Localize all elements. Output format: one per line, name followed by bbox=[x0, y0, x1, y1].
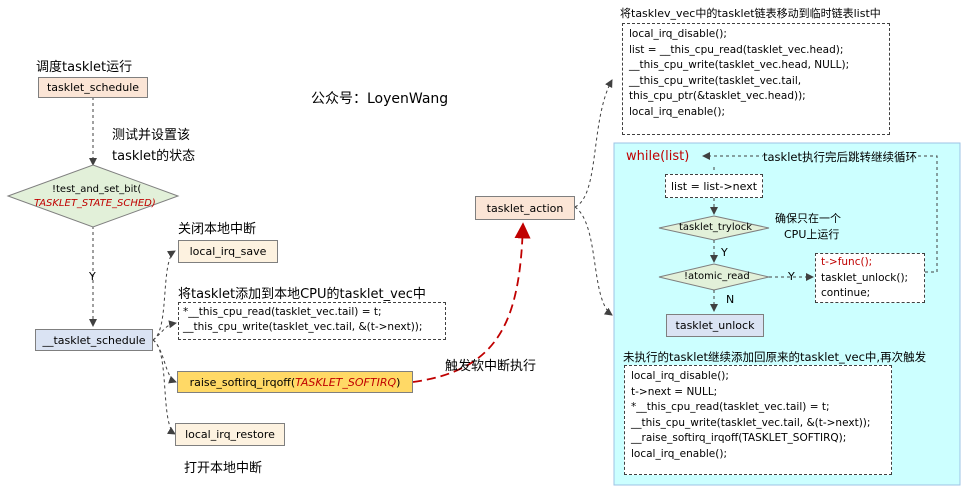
local-irq-save-box: local_irq_save bbox=[178, 240, 278, 263]
diamond-line2: TASKLET_STATE_SCHED) bbox=[34, 198, 156, 209]
add-code-block: *__this_cpu_read(tasklet_vec.tail) = t; … bbox=[178, 302, 446, 340]
readd-code-line: __raise_softirq_irqoff(TASKLET_SOFTIRQ); bbox=[631, 432, 847, 445]
atomic-no: N bbox=[726, 293, 735, 306]
open-irq-title: 打开本地中断 bbox=[184, 461, 263, 476]
schedule-title: 调度tasklet运行 bbox=[36, 60, 133, 75]
add-code-line: __this_cpu_write(tasklet_vec.tail, &(t->… bbox=[183, 321, 423, 333]
readd-code-block: local_irq_disable(); t->next = NULL; *__… bbox=[624, 365, 892, 475]
move-code-line: __this_cpu_write(tasklet_vec.head, NULL)… bbox=[629, 59, 850, 72]
trylock-label: tasklet_trylock bbox=[679, 222, 753, 233]
atomic-yes: Y bbox=[788, 270, 795, 283]
raise-suffix: ) bbox=[396, 375, 401, 389]
raise-prefix: raise_softirq_irqoff( bbox=[189, 375, 296, 389]
move-code-line: local_irq_disable(); bbox=[629, 28, 727, 40]
test-note-line2: tasklet的状态 bbox=[112, 149, 196, 164]
readd-code-line: local_irq_disable(); bbox=[631, 370, 729, 382]
add-code-line: *__this_cpu_read(tasklet_vec.tail) = t; bbox=[183, 306, 382, 318]
func-code-line: continue; bbox=[821, 287, 871, 299]
trigger-arrow bbox=[412, 222, 531, 383]
readd-title: 未执行的tasklet继续添加回原来的tasklet_vec中,再次触发 bbox=[623, 350, 927, 364]
func-code-block: t->func(); tasklet_unlock(); continue; bbox=[815, 253, 925, 303]
trylock-yes: Y bbox=[721, 246, 728, 259]
trigger-label: 触发软中断执行 bbox=[445, 359, 537, 374]
trylock-note-line2: CPU上运行 bbox=[784, 228, 840, 241]
yes-label: Y bbox=[89, 270, 96, 283]
watermark: 公众号：LoyenWang bbox=[311, 91, 449, 107]
readd-code-line: local_irq_enable(); bbox=[631, 447, 728, 460]
move-title: 将tasklev_vec中的tasklet链表移动到临时链表list中 bbox=[620, 7, 881, 20]
__tasklet-schedule-box: __tasklet_schedule bbox=[35, 329, 153, 351]
move-code-line: __this_cpu_write(tasklet_vec.tail, bbox=[629, 74, 802, 87]
local-irq-restore-box: local_irq_restore bbox=[175, 423, 285, 446]
trylock-note-line1: 确保只在一个 bbox=[775, 212, 841, 225]
while-label: while(list) bbox=[626, 149, 690, 164]
raise-softirq-box: raise_softirq_irqoff(TASKLET_SOFTIRQ) bbox=[177, 371, 413, 393]
move-code-line: this_cpu_ptr(&tasklet_vec.head)); bbox=[629, 90, 806, 103]
move-code-block: local_irq_disable(); list = __this_cpu_r… bbox=[622, 23, 890, 135]
tasklet-schedule-box: tasklet_schedule bbox=[38, 77, 148, 98]
func-code-line: t->func(); bbox=[821, 256, 873, 268]
tasklet-action-box: tasklet_action bbox=[475, 196, 575, 220]
move-code-line: list = __this_cpu_read(tasklet_vec.head)… bbox=[629, 43, 844, 56]
test-and-set-diamond bbox=[6, 164, 180, 228]
readd-code-line: *__this_cpu_read(tasklet_vec.tail) = t; bbox=[631, 401, 830, 414]
readd-code-line: t->next = NULL; bbox=[631, 385, 718, 398]
add-title: 将tasklet添加到本地CPU的tasklet_vec中 bbox=[178, 287, 426, 302]
readd-code-line: __this_cpu_write(tasklet_vec.tail, &(t->… bbox=[631, 416, 871, 429]
raise-arg: TASKLET_SOFTIRQ bbox=[295, 375, 397, 389]
diamond-line1: !test_and_set_bit( bbox=[52, 184, 142, 195]
atomic-read-label: !atomic_read bbox=[684, 271, 750, 282]
close-irq-title: 关闭本地中断 bbox=[178, 222, 257, 237]
list-next-box: list = list->next bbox=[665, 174, 763, 198]
func-code-line: tasklet_unlock(); bbox=[821, 271, 909, 284]
tasklet-unlock-box: tasklet_unlock bbox=[666, 314, 764, 337]
move-code-line: local_irq_enable(); bbox=[629, 105, 726, 118]
test-note-line1: 测试并设置该 bbox=[112, 128, 191, 143]
loop-note: tasklet执行完后跳转继续循环 bbox=[763, 149, 917, 165]
